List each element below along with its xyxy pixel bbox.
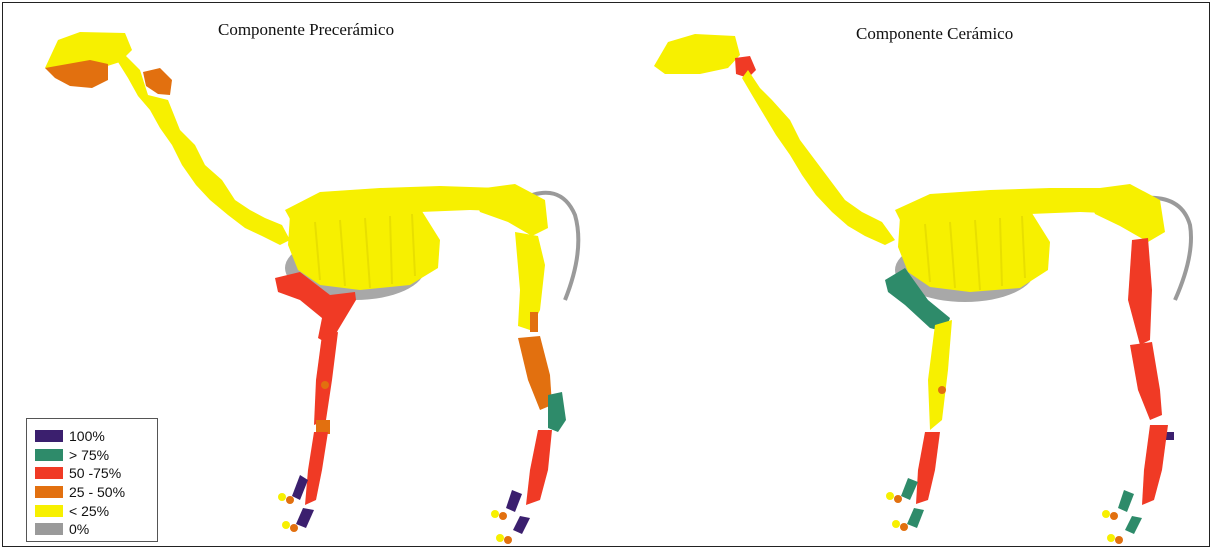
hind-tibia-left xyxy=(518,336,552,410)
hind-femur-right xyxy=(1128,238,1152,345)
legend-swatch xyxy=(35,430,63,442)
hind-metatarsal-left xyxy=(526,430,552,505)
legend-item: 100% xyxy=(35,427,157,446)
legend-swatch xyxy=(35,523,63,535)
ribcage-left xyxy=(288,208,440,290)
front-metacarpal-left xyxy=(305,432,328,505)
legend-item: 0% xyxy=(35,520,157,539)
hind-metatarsal-right xyxy=(1142,425,1168,505)
legend: 100% > 75% 50 -75% 25 - 50% < 25% 0% xyxy=(26,418,158,542)
legend-swatch xyxy=(35,467,63,479)
pelvis-left xyxy=(470,184,548,236)
front-radius-left xyxy=(314,332,338,425)
ribcage-right xyxy=(898,210,1050,292)
legend-label: > 75% xyxy=(69,447,109,463)
front-metacarpal-right xyxy=(916,432,940,504)
neck-left xyxy=(118,55,290,245)
hind-tarsal-left xyxy=(548,392,566,432)
legend-label: 100% xyxy=(69,428,105,444)
legend-item: < 25% xyxy=(35,501,157,520)
legend-swatch xyxy=(35,449,63,461)
legend-label: 0% xyxy=(69,521,89,537)
legend-swatch xyxy=(35,505,63,517)
pelvis-right xyxy=(1085,184,1165,242)
legend-label: 50 -75% xyxy=(69,465,121,481)
legend-label: < 25% xyxy=(69,503,109,519)
legend-item: 25 - 50% xyxy=(35,483,157,502)
atlas-left xyxy=(143,68,172,95)
front-radius-right xyxy=(928,320,952,430)
legend-label: 25 - 50% xyxy=(69,484,125,500)
hind-tibia-right xyxy=(1130,342,1162,420)
legend-item: > 75% xyxy=(35,446,157,465)
neck-right xyxy=(742,70,895,245)
legend-swatch xyxy=(35,486,63,498)
skeleton-ceramico xyxy=(654,34,1191,544)
skull-right xyxy=(654,34,740,74)
legend-item: 50 -75% xyxy=(35,464,157,483)
